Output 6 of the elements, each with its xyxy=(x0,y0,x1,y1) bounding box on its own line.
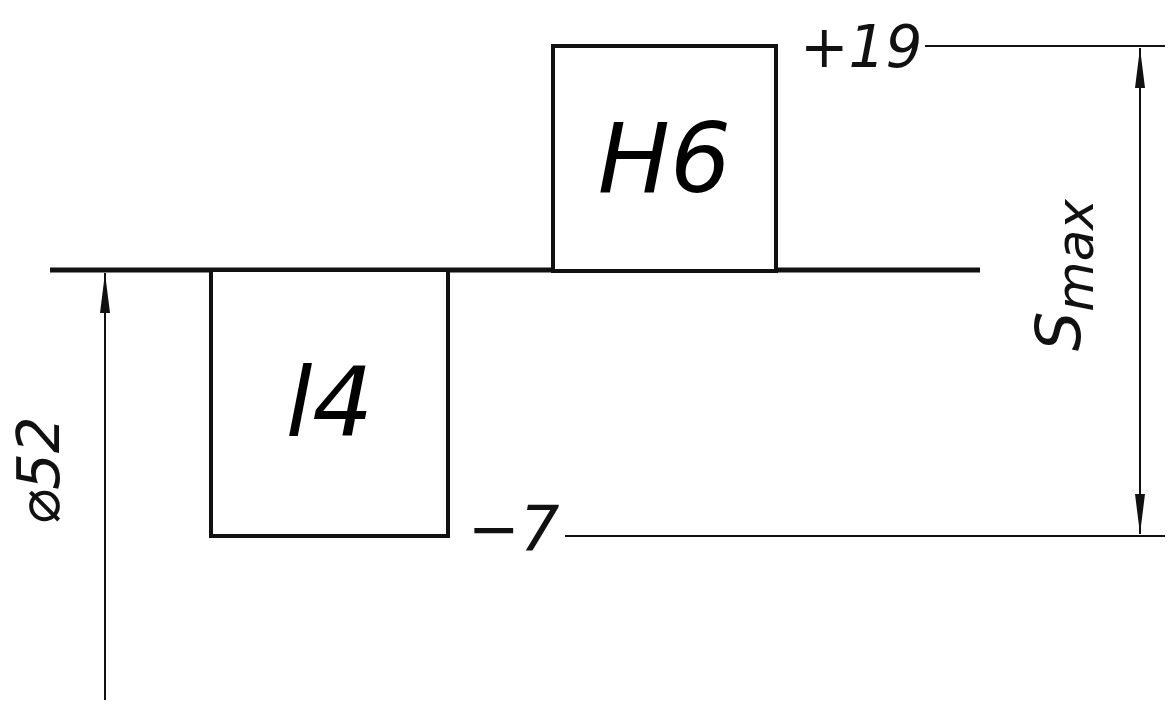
deviation-value: −7 xyxy=(468,498,560,560)
tolerance-grade-label: l4 xyxy=(285,355,374,451)
deviation-value: +19 xyxy=(800,18,923,76)
dimension-value: ⌀52 xyxy=(10,415,68,525)
tolerance-grade-label: H6 xyxy=(597,110,732,207)
tolerance-field-box xyxy=(551,44,778,273)
